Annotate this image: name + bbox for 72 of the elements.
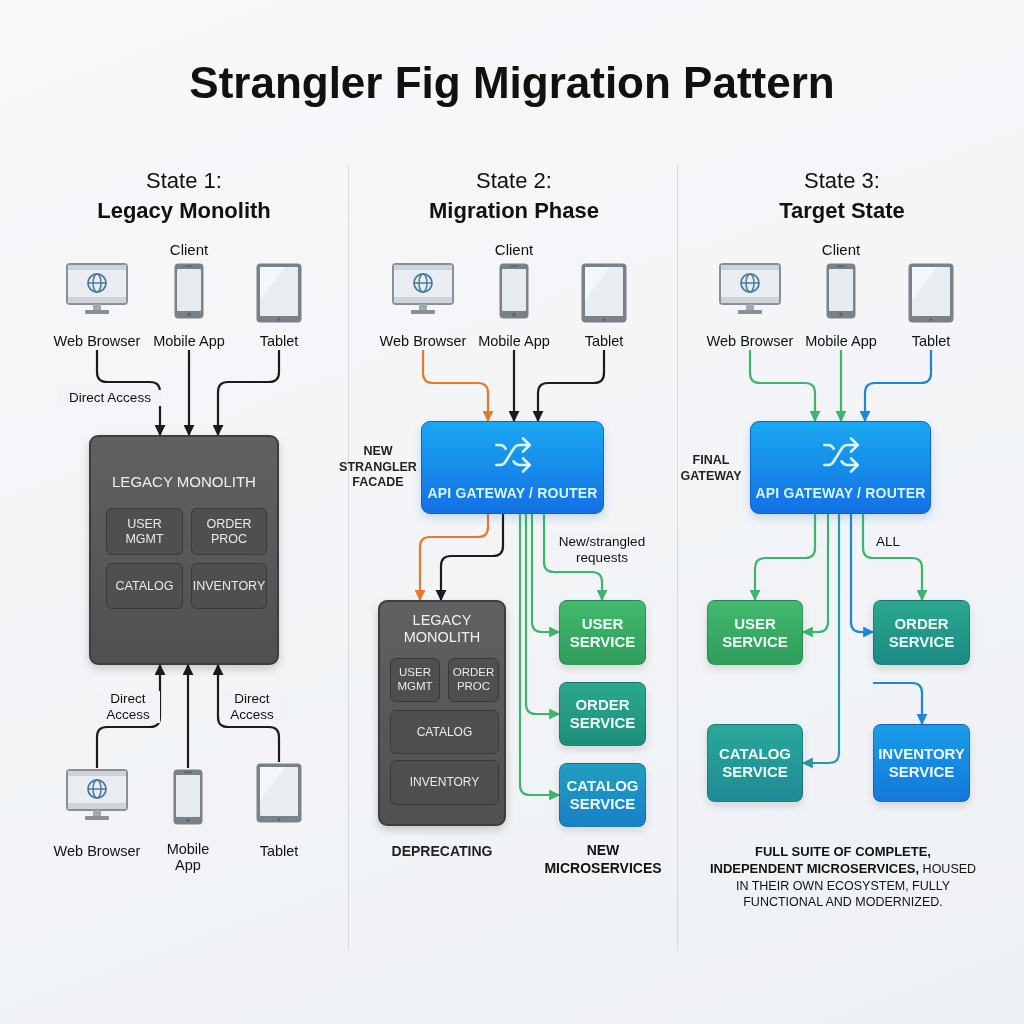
service-box: USER SERVICE xyxy=(707,600,803,665)
device-label: Mobile App xyxy=(805,333,877,350)
device-label: Web Browser xyxy=(53,333,141,350)
module-box: ORDER PROC xyxy=(191,508,267,555)
module-box: USER MGMT xyxy=(106,508,183,555)
column-heading: State 3: Target State xyxy=(778,167,906,225)
arrow xyxy=(95,663,166,768)
arrow xyxy=(518,514,561,801)
arrow xyxy=(421,350,494,423)
arrow xyxy=(749,514,817,602)
column-heading: State 2: Migration Phase xyxy=(428,167,600,225)
device-label: Mobile App xyxy=(153,333,225,350)
node-caption: NEW STRANGLER FACADE xyxy=(338,444,418,491)
edge-label: Direct Access xyxy=(58,390,162,407)
arrow xyxy=(532,350,606,423)
arrow xyxy=(182,663,194,768)
arrow xyxy=(861,514,928,602)
device-label: Mobile App xyxy=(478,333,550,350)
group-label: Client xyxy=(820,241,862,258)
arrow xyxy=(542,514,608,602)
device-label: Web Browser xyxy=(379,333,467,350)
module-box: USER MGMT xyxy=(390,658,440,702)
service-box: INVENTORY SERVICE xyxy=(873,724,970,802)
arrow xyxy=(849,514,875,638)
diagram-title: Strangler Fig Migration Pattern xyxy=(188,58,836,108)
module-box: ORDER PROC xyxy=(448,658,499,702)
device-label: Web Browser xyxy=(706,333,794,350)
gateway-box xyxy=(750,421,931,514)
group-label: Client xyxy=(168,241,210,258)
device-label: Web Browser xyxy=(53,843,141,860)
service-box: ORDER SERVICE xyxy=(559,682,646,746)
device-label: Mobile App xyxy=(165,840,211,874)
service-box: USER SERVICE xyxy=(559,600,646,665)
box-title: LEGACY MONOLITH xyxy=(111,473,257,491)
gateway-label: API GATEWAY / ROUTER xyxy=(755,484,926,501)
arrow xyxy=(873,681,928,726)
arrow xyxy=(212,663,281,762)
arrow xyxy=(95,350,166,437)
service-box: CATALOG SERVICE xyxy=(707,724,803,802)
arrow xyxy=(801,514,830,638)
device-label: Tablet xyxy=(584,333,624,350)
arrow xyxy=(859,350,933,423)
arrow xyxy=(508,350,520,423)
gateway-label: API GATEWAY / ROUTER xyxy=(427,484,598,501)
module-box: CATALOG xyxy=(390,710,499,754)
monolith-box xyxy=(89,435,279,665)
device-label: Tablet xyxy=(259,333,299,350)
node-caption: FINAL GATEWAY xyxy=(679,453,743,485)
box-title: LEGACY MONOLITH xyxy=(402,612,482,647)
arrow xyxy=(435,514,505,602)
arrow xyxy=(524,514,561,720)
column-heading: State 1: Legacy Monolith xyxy=(96,167,272,225)
module-box: INVENTORY xyxy=(191,563,267,609)
arrow xyxy=(748,350,821,423)
arrow xyxy=(835,350,847,423)
device-label: Tablet xyxy=(259,843,299,860)
arrow xyxy=(183,350,195,437)
group-label: NEW MICROSERVICES xyxy=(543,842,663,877)
arrow xyxy=(530,514,561,638)
module-box: INVENTORY xyxy=(390,760,499,805)
group-label: Client xyxy=(493,241,535,258)
monolith-box xyxy=(378,600,506,826)
note-text: FULL SUITE OF COMPLETE, INDEPENDENT MICROSERVICES, HOUSED IN THEIR OWN ECOSYSTEM, FULLY FUNCTIONAL AND MODERNIZED. xyxy=(708,844,978,911)
gateway-box xyxy=(421,421,604,514)
service-box: CATALOG SERVICE xyxy=(559,763,646,827)
arrow xyxy=(212,350,281,437)
device-label: Tablet xyxy=(911,333,951,350)
arrow xyxy=(801,514,841,769)
arrow xyxy=(414,514,490,602)
node-caption: DEPRECATING xyxy=(390,843,494,861)
service-box: ORDER SERVICE xyxy=(873,600,970,665)
module-box: CATALOG xyxy=(106,563,183,609)
